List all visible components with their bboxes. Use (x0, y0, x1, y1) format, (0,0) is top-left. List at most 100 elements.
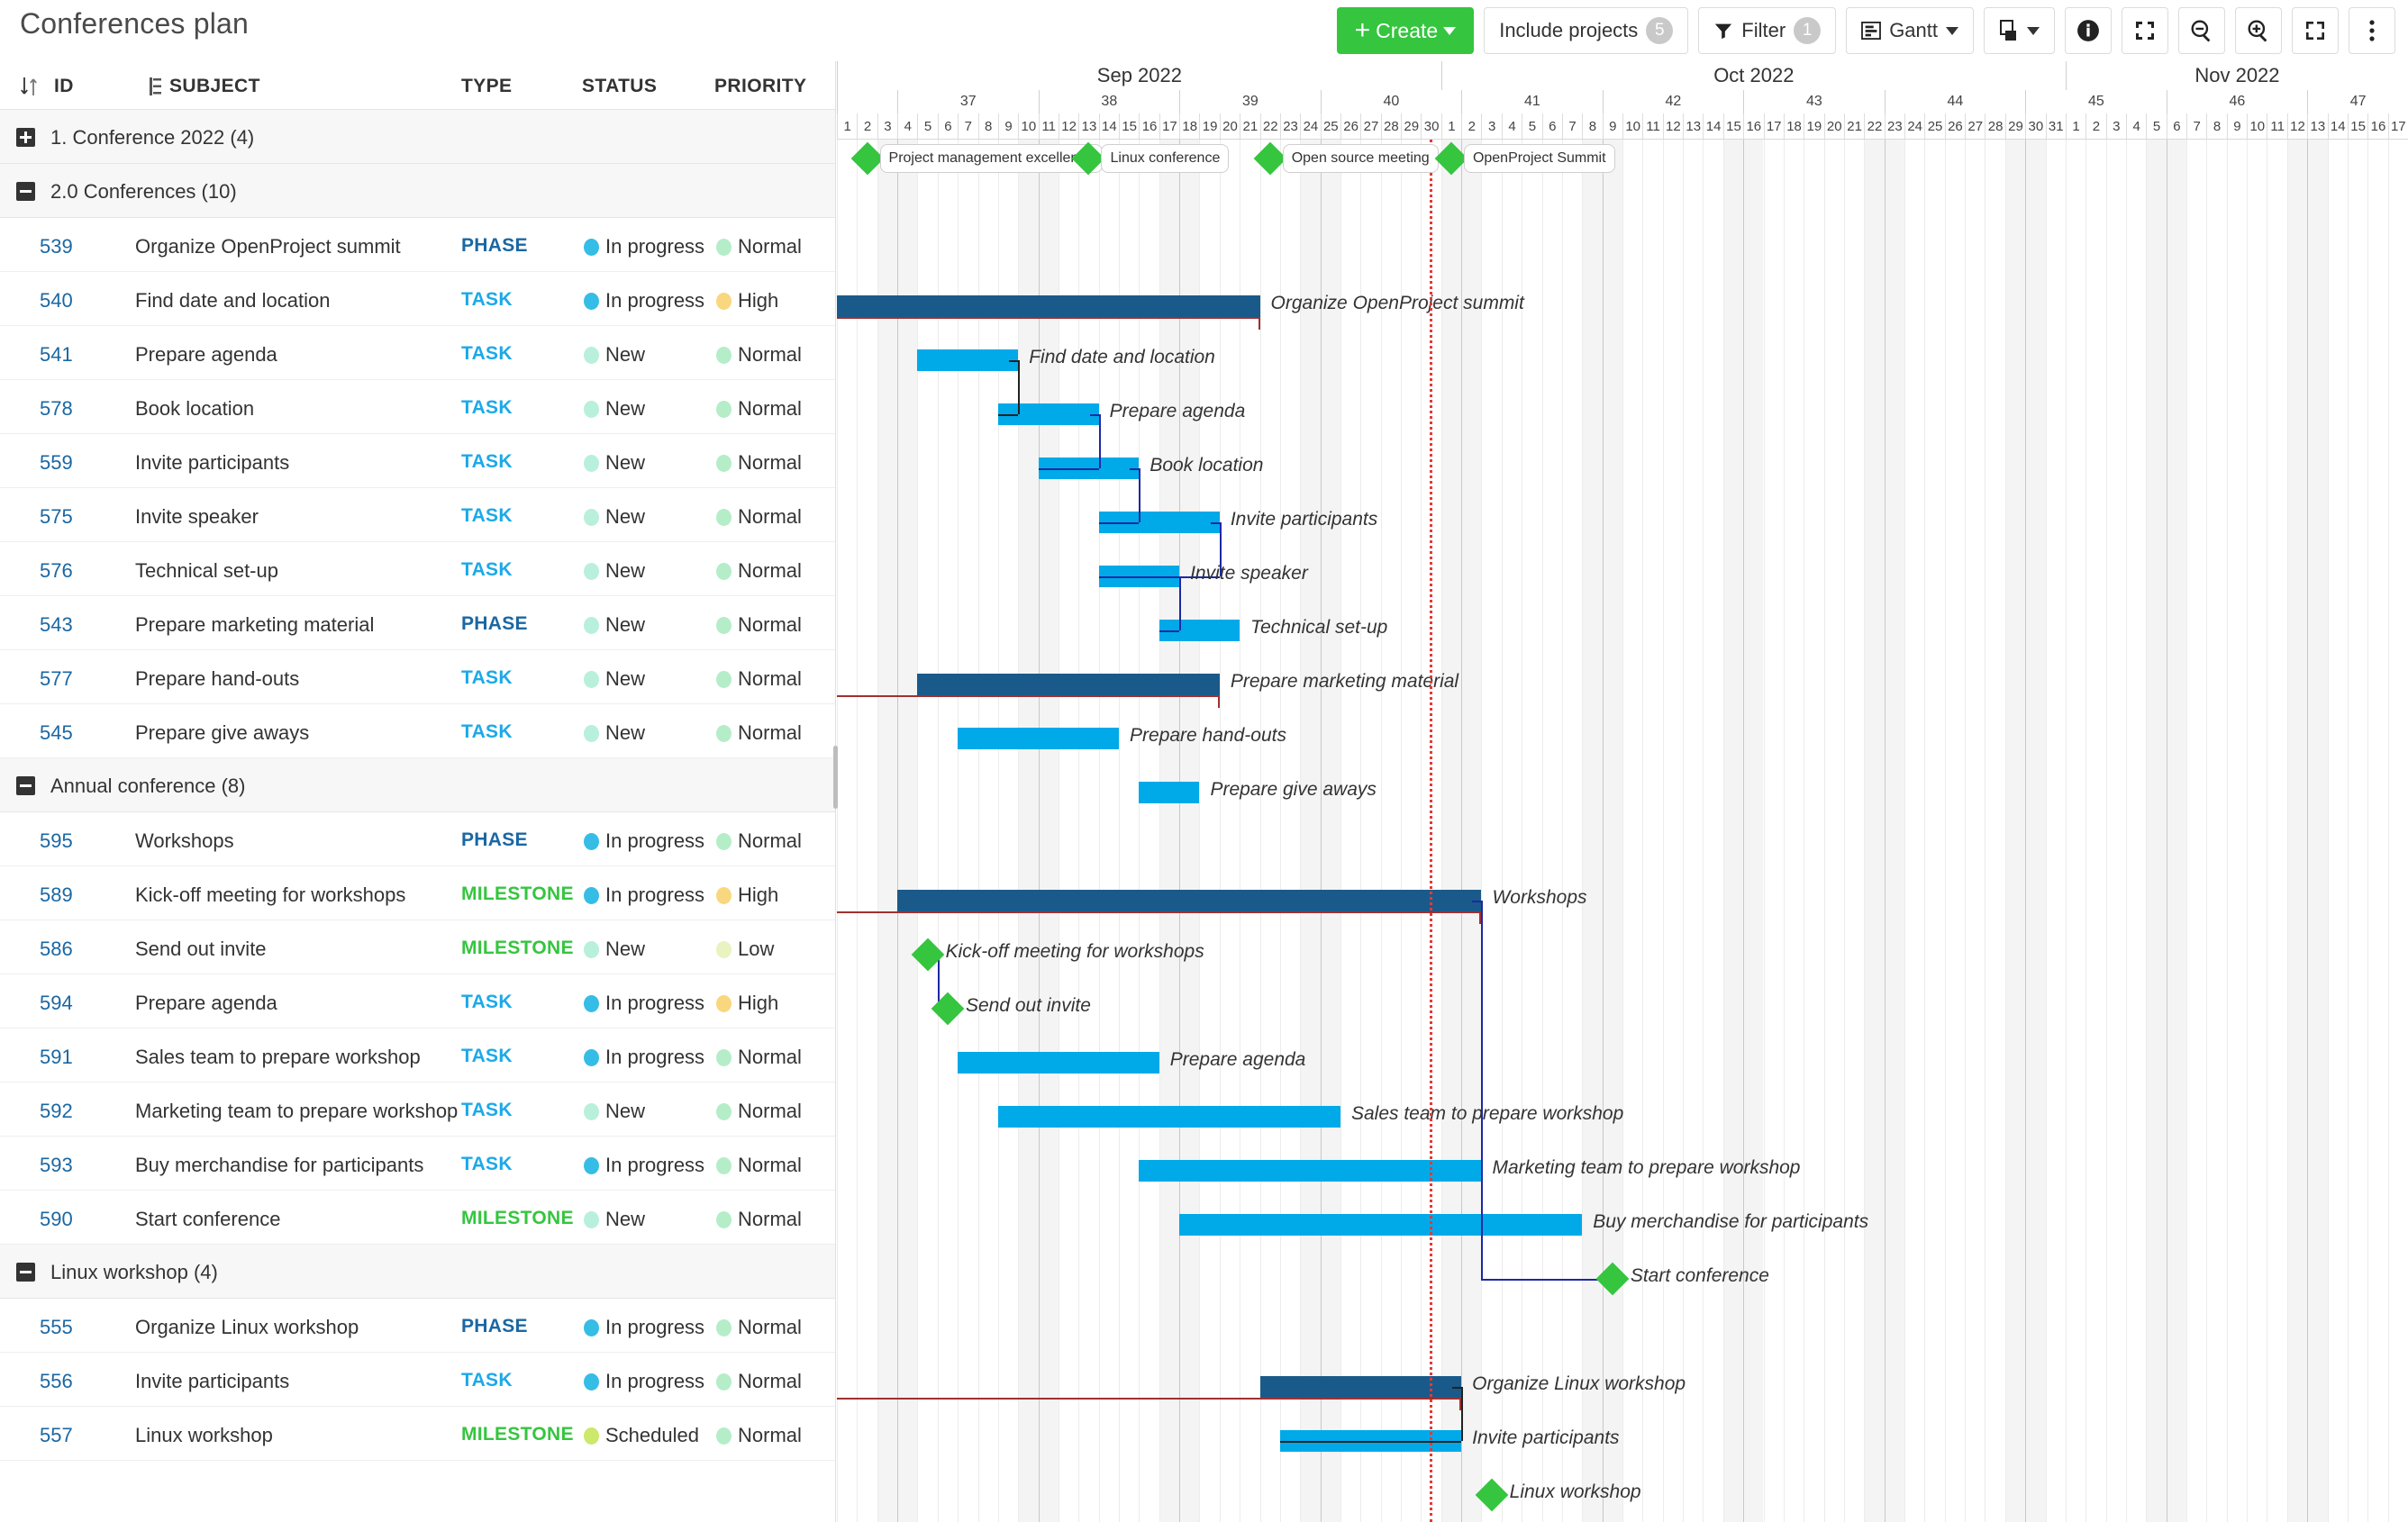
row-subject[interactable]: Marketing team to prepare workshop (135, 1100, 459, 1122)
row-subject[interactable]: Organize OpenProject summit (135, 235, 401, 258)
hierarchy-icon[interactable] (150, 77, 162, 96)
column-header-type[interactable]: TYPE (461, 76, 513, 96)
collapse-view-button[interactable] (2122, 7, 2168, 54)
row-type[interactable]: TASK (461, 397, 513, 418)
row-subject[interactable]: Book location (135, 397, 255, 420)
row-subject[interactable]: Prepare marketing material (135, 613, 375, 636)
column-header-status[interactable]: STATUS (582, 76, 658, 96)
group-toggle-icon[interactable] (16, 128, 35, 147)
row-priority[interactable]: Normal (716, 1208, 802, 1231)
row-type[interactable]: TASK (461, 1046, 513, 1066)
gantt-task-bar[interactable] (1139, 782, 1200, 803)
row-status[interactable]: In progress (584, 1046, 704, 1069)
row-subject[interactable]: Organize Linux workshop (135, 1316, 359, 1338)
row-id[interactable]: 539 (40, 235, 73, 258)
gantt-task-bar[interactable] (958, 1052, 1159, 1074)
row-subject[interactable]: Sales team to prepare workshop (135, 1046, 421, 1068)
gantt-phase-bar[interactable] (897, 890, 1482, 911)
project-milestone-label[interactable]: Project management excellence (879, 144, 1104, 173)
row-type[interactable]: TASK (461, 1154, 513, 1174)
row-subject[interactable]: Invite participants (135, 451, 290, 474)
row-id[interactable]: 556 (40, 1370, 73, 1392)
row-subject[interactable]: Invite participants (135, 1370, 290, 1392)
fullscreen-button[interactable] (2292, 7, 2339, 54)
row-id[interactable]: 575 (40, 505, 73, 528)
row-subject[interactable]: Prepare give aways (135, 721, 310, 744)
gantt-task-bar[interactable] (1179, 1214, 1583, 1236)
row-subject[interactable]: Kick-off meeting for workshops (135, 883, 406, 906)
row-status[interactable]: In progress (584, 235, 704, 258)
row-status[interactable]: In progress (584, 1316, 704, 1339)
row-priority[interactable]: Normal (716, 1154, 802, 1177)
row-id[interactable]: 589 (40, 883, 73, 906)
row-id[interactable]: 578 (40, 397, 73, 420)
gantt-phase-bar[interactable] (837, 295, 1260, 317)
row-status[interactable]: New (584, 721, 645, 745)
row-type[interactable]: PHASE (461, 829, 528, 850)
group-toggle-icon[interactable] (16, 182, 35, 201)
row-id[interactable]: 590 (40, 1208, 73, 1230)
row-priority[interactable]: High (716, 289, 778, 313)
row-priority[interactable]: Normal (716, 1046, 802, 1069)
column-header-id[interactable]: ID (54, 76, 74, 96)
gantt-task-bar[interactable] (958, 728, 1119, 749)
row-priority[interactable]: Normal (716, 451, 802, 475)
row-type[interactable]: TASK (461, 667, 513, 688)
gantt-phase-bar[interactable] (917, 674, 1220, 695)
row-status[interactable]: In progress (584, 883, 704, 907)
row-id[interactable]: 595 (40, 829, 73, 852)
row-priority[interactable]: Normal (716, 397, 802, 421)
row-subject[interactable]: Prepare hand-outs (135, 667, 300, 690)
row-status[interactable]: In progress (584, 829, 704, 853)
group-row[interactable]: 2.0 Conferences (10) (0, 164, 835, 218)
row-status[interactable]: New (584, 667, 645, 691)
row-type[interactable]: MILESTONE (461, 938, 574, 958)
row-subject[interactable]: Workshops (135, 829, 234, 852)
gantt-task-bar[interactable] (997, 1106, 1340, 1128)
create-button[interactable]: + Create (1336, 7, 1475, 54)
table-row[interactable]: 539 Organize OpenProject summit PHASE In pr… (0, 218, 835, 272)
row-status[interactable]: New (584, 613, 645, 637)
row-type[interactable]: MILESTONE (461, 883, 574, 904)
row-id[interactable]: 543 (40, 613, 73, 636)
row-subject[interactable]: Start conference (135, 1208, 281, 1230)
group-row[interactable]: Linux workshop (4) (0, 1245, 835, 1299)
row-status[interactable]: Scheduled (584, 1424, 699, 1447)
row-priority[interactable]: Low (716, 938, 774, 961)
include-projects-button[interactable]: Include projects 5 (1484, 7, 1689, 54)
row-type[interactable]: PHASE (461, 235, 528, 256)
row-priority[interactable]: Normal (716, 343, 802, 367)
row-id[interactable]: 592 (40, 1100, 73, 1122)
row-priority[interactable]: Normal (716, 613, 802, 637)
row-priority[interactable]: Normal (716, 1316, 802, 1339)
row-id[interactable]: 557 (40, 1424, 73, 1446)
column-header-subject[interactable]: SUBJECT (169, 76, 260, 96)
row-status[interactable]: New (584, 1100, 645, 1123)
group-row[interactable]: 1. Conference 2022 (4) (0, 110, 835, 164)
row-subject[interactable]: Linux workshop (135, 1424, 273, 1446)
row-priority[interactable]: Normal (716, 1370, 802, 1393)
row-type[interactable]: TASK (461, 992, 513, 1012)
group-toggle-icon[interactable] (16, 1263, 35, 1282)
group-toggle-icon[interactable] (16, 776, 35, 795)
view-mode-button[interactable]: Gantt (1846, 7, 1974, 54)
row-id[interactable]: 555 (40, 1316, 73, 1338)
row-subject[interactable]: Find date and location (135, 289, 331, 312)
row-priority[interactable]: Normal (716, 559, 802, 583)
row-id[interactable]: 577 (40, 667, 73, 690)
row-type[interactable]: TASK (461, 721, 513, 742)
project-milestone-label[interactable]: OpenProject Summit (1463, 144, 1615, 173)
